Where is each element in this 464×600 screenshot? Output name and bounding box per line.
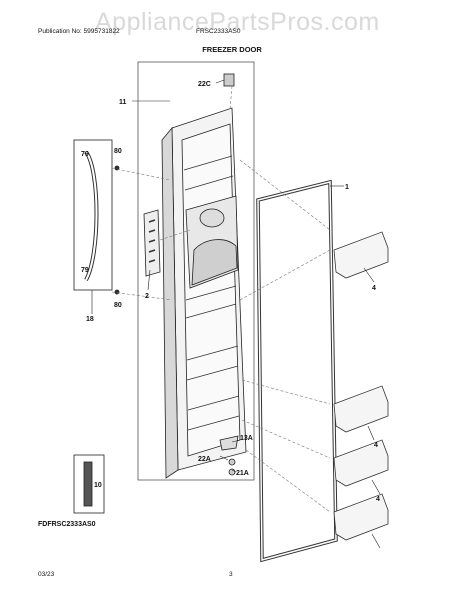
callout-13a: 13A xyxy=(240,435,253,442)
footer-date: 03/23 xyxy=(38,571,55,578)
watermark-text: AppliancePartsPros.com xyxy=(95,8,380,36)
door-handle xyxy=(84,150,99,281)
part-22c xyxy=(223,73,235,87)
model-number: FRSC2333AS0 xyxy=(196,28,241,35)
callout-2: 2 xyxy=(145,293,149,300)
door-bin-2 xyxy=(333,385,389,433)
callout-22c: 22C xyxy=(198,81,211,88)
door-bin-3 xyxy=(333,439,389,487)
callout-10: 10 xyxy=(94,482,102,489)
handle-box xyxy=(73,139,113,291)
diagram-code: FDFRSC2333AS0 xyxy=(38,521,96,528)
trim-box xyxy=(73,454,105,514)
callout-22a: 22A xyxy=(198,456,211,463)
door-bin-1 xyxy=(333,231,389,279)
callout-79-bottom: 79 xyxy=(81,267,89,274)
publication-number: Publication No: 5995731822 xyxy=(38,28,120,35)
callout-79-top: 79 xyxy=(81,151,89,158)
callout-18: 18 xyxy=(86,316,94,323)
dispenser-paddle xyxy=(199,208,225,228)
callout-4-a: 4 xyxy=(372,285,376,292)
callout-4-c: 4 xyxy=(376,496,380,503)
callout-4-b: 4 xyxy=(374,442,378,449)
callout-1: 1 xyxy=(345,184,349,191)
control-strip xyxy=(143,209,161,277)
door-assembly-frame xyxy=(137,61,255,481)
door-gasket xyxy=(256,179,338,563)
callout-11: 11 xyxy=(119,99,127,106)
callout-80-top: 80 xyxy=(114,148,122,155)
door-bin-4 xyxy=(333,493,389,541)
page-number: 3 xyxy=(229,571,233,578)
trim-strip xyxy=(83,461,93,507)
callout-21a: 21A xyxy=(236,470,249,477)
diagram-title: FREEZER DOOR xyxy=(202,45,262,54)
callout-80-bottom: 80 xyxy=(114,302,122,309)
